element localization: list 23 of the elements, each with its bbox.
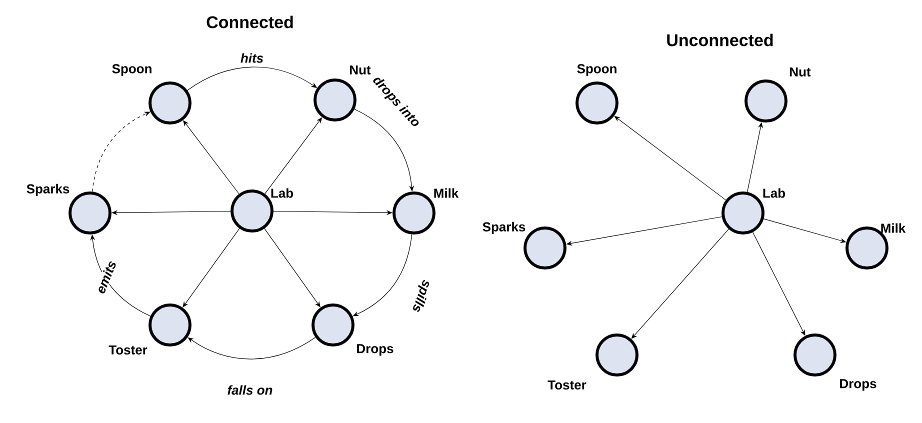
edge-label: falls on <box>226 384 274 396</box>
node-label: Drops <box>357 344 394 356</box>
node-label: Lab <box>763 188 786 198</box>
node-label: Lab <box>271 188 294 198</box>
edge-label: spills <box>408 277 434 315</box>
node-label: Nut <box>790 67 811 77</box>
arrow <box>188 337 316 360</box>
node-label: Sparks <box>26 184 70 196</box>
edge-label: emits <box>94 258 118 296</box>
node-label: Spoon <box>577 64 616 76</box>
node-label: Spoon <box>112 64 152 76</box>
node-label: Sparks <box>482 222 526 234</box>
heading: Connected <box>206 16 293 28</box>
node-label: Nut <box>350 65 371 75</box>
heading: Unconnected <box>667 34 773 46</box>
arrow <box>631 228 730 339</box>
node-label: Toster <box>548 380 586 390</box>
node-label: Milk <box>434 188 459 198</box>
node-label: Toster <box>108 345 148 355</box>
node-label: Milk <box>881 223 906 233</box>
edge-label: hits <box>239 52 265 64</box>
arrow <box>183 120 240 194</box>
node-label: Drops <box>840 379 876 391</box>
